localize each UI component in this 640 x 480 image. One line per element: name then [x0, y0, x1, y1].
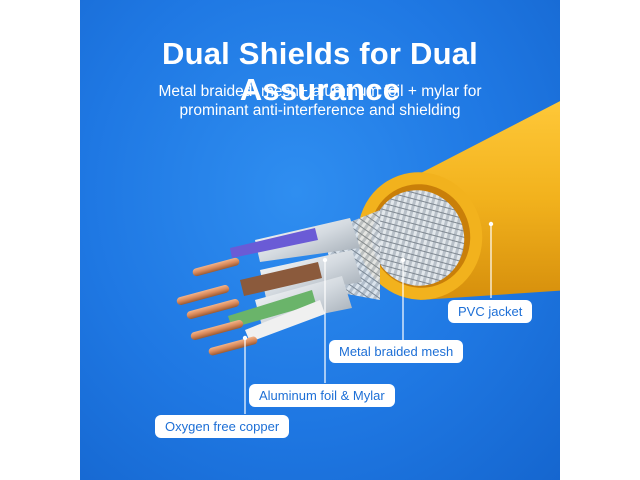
callout-lines [244, 226, 492, 414]
callout-dots [242, 221, 494, 341]
product-banner: Dual Shields for Dual Assurance Metal br… [80, 0, 560, 480]
label-metal-braided-mesh: Metal braided mesh [329, 340, 464, 363]
cable-illustration [176, 101, 560, 414]
twisted-pairs [228, 228, 325, 342]
subheadline-line-2: prominant anti-interference and shieldin… [179, 102, 461, 119]
subheadline: Metal braided mesh+ aluminum foil + myla… [100, 82, 540, 120]
copper-conductors [176, 257, 258, 356]
label-pvc-jacket: PVC jacket [448, 300, 533, 323]
headline: Dual Shields for Dual Assurance [162, 36, 478, 107]
label-aluminum-foil-mylar: Aluminum foil & Mylar [249, 384, 395, 407]
subheadline-line-1: Metal braided mesh+ aluminum foil + myla… [158, 83, 482, 100]
label-oxygen-free-copper: Oxygen free copper [155, 415, 290, 438]
